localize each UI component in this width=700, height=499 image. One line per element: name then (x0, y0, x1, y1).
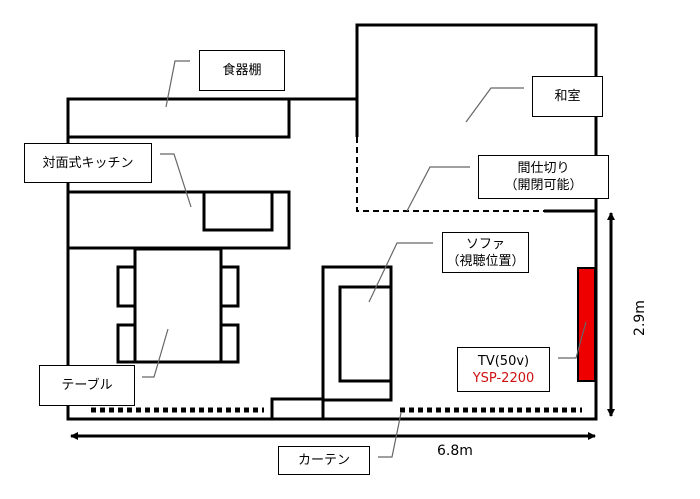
label-curtain: カーテン (278, 446, 370, 475)
label-text: 対面式キッチン (42, 155, 134, 171)
label-text: ソファ (465, 236, 505, 252)
washitsu-walls (355, 23, 598, 211)
label-note: （開閉可能） (504, 178, 583, 193)
label-note: （視聴位置） (446, 253, 525, 269)
dining-table (133, 247, 223, 364)
label-dish-shelf: 食器棚 (199, 50, 285, 91)
chair (116, 265, 137, 308)
leader-curtain (378, 412, 402, 458)
washitsu-partition (356, 137, 544, 212)
label-washitsu: 和室 (532, 76, 603, 117)
leader-washitsu (465, 87, 524, 123)
leader-kitchen (160, 153, 192, 208)
kitchen-sink (202, 190, 274, 232)
height-dimension: 2.9m (631, 300, 648, 336)
leader-dish-shelf (165, 60, 190, 108)
width-dimension: 6.8m (437, 443, 473, 459)
chair (219, 265, 240, 308)
label-text: 和室 (554, 89, 581, 104)
kitchen-counter (66, 190, 291, 250)
label-text: テーブル (61, 378, 113, 393)
chair (219, 323, 240, 364)
label-text: カーテン (297, 453, 350, 468)
door (270, 397, 325, 419)
label-text: TV(50v) (477, 353, 530, 369)
label-table: テーブル (39, 365, 135, 406)
sofa-seat (338, 285, 393, 383)
leader-table (142, 328, 169, 378)
label-sofa: ソファ（視聴位置） (442, 232, 529, 273)
label-text: 食器棚 (222, 63, 262, 78)
label-speaker: YSP-2200 (472, 370, 535, 386)
label-kitchen: 対面式キッチン (24, 143, 152, 183)
label-text: 間仕切り (517, 161, 570, 176)
leader-sofa (368, 242, 433, 303)
dish-shelf (66, 97, 291, 139)
label-partition: 間仕切り （開閉可能） (478, 155, 609, 199)
leader-partition (406, 166, 470, 212)
label-tv: TV(50v)YSP-2200 (457, 347, 550, 392)
leader-tv (558, 321, 587, 359)
tv (577, 267, 596, 382)
chair (116, 323, 137, 364)
